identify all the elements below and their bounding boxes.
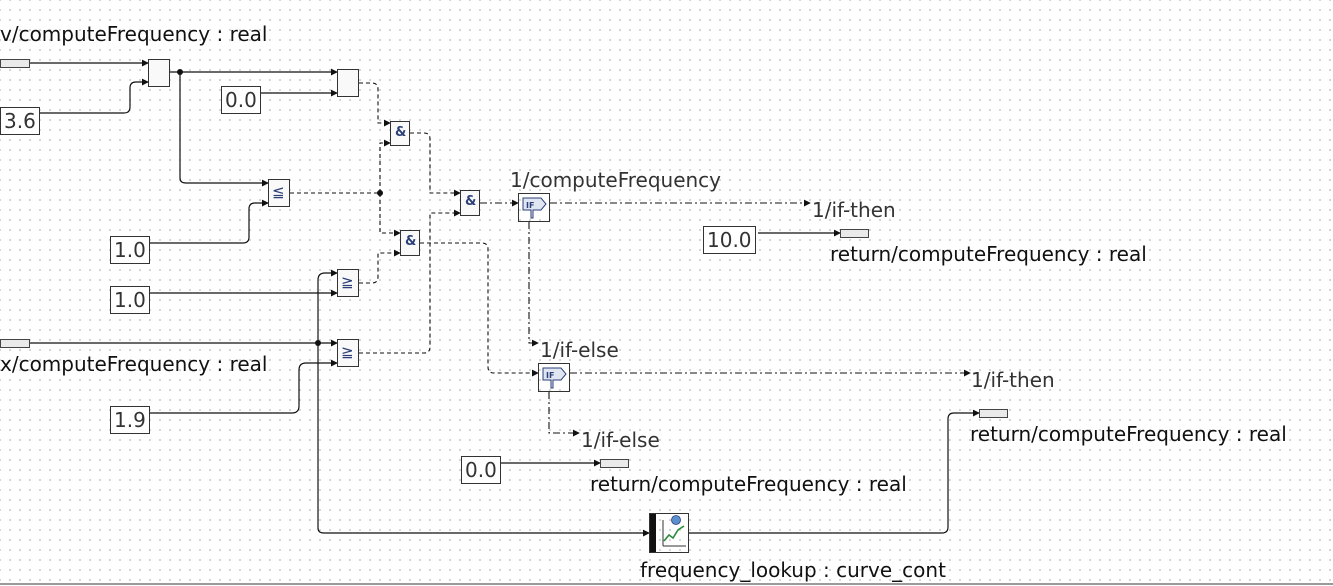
wire-if1-else	[528, 222, 539, 347]
return-label-1: return/computeFrequency : real	[830, 242, 1147, 266]
if2-glyph	[542, 367, 567, 389]
greater-equal-block-2[interactable]: ≧	[337, 339, 359, 367]
if-then-label-1: 1/if-then	[812, 198, 896, 222]
constant-0-0-bottom[interactable]: 0.0	[461, 456, 501, 484]
constant-3-6[interactable]: 3.6	[0, 107, 40, 135]
wire-if2-else	[548, 392, 580, 437]
wire-and2-to-if2	[420, 242, 539, 377]
less-equal-block[interactable]: ≦	[268, 179, 290, 207]
and-symbol-1: &	[395, 125, 407, 140]
bottom-border	[0, 583, 1333, 585]
junction-dot-bool	[377, 190, 383, 196]
junction-dot-divide	[177, 69, 183, 75]
return-port-3[interactable]	[979, 409, 1008, 418]
x-input-port[interactable]	[0, 339, 30, 348]
wire-x-branch-up	[317, 269, 338, 343]
if-then-label-2: 1/if-then	[971, 368, 1055, 392]
wire-3_6-to-divide	[38, 78, 149, 114]
wire-1_9-to-gte2	[148, 359, 338, 414]
return-port-1[interactable]	[840, 229, 869, 238]
wire-lookup-to-return	[689, 409, 980, 534]
and-symbol-2: &	[405, 234, 417, 249]
if-block-2[interactable]	[538, 363, 570, 392]
return-label-3: return/computeFrequency : real	[970, 422, 1287, 446]
if-else-label-2: 1/if-else	[581, 428, 660, 452]
if-block-1[interactable]	[518, 193, 550, 222]
return-port-2[interactable]	[600, 459, 629, 468]
divide-block[interactable]	[148, 59, 170, 87]
wire-gte1-to-and2	[359, 249, 401, 284]
lookup-block[interactable]	[649, 513, 689, 553]
greater-equal-block-1[interactable]: ≧	[337, 269, 359, 297]
constant-1-9[interactable]: 1.9	[110, 406, 150, 434]
greater-block[interactable]	[337, 69, 359, 97]
solid-wires	[30, 59, 980, 537]
wire-gte2-to-and3	[359, 209, 461, 354]
v-input-port[interactable]	[0, 59, 30, 68]
wire-divide-to-lessequal	[179, 72, 269, 187]
constant-1-0-b[interactable]: 1.0	[110, 286, 150, 314]
greater-equal-symbol-1: ≧	[341, 273, 354, 291]
and-block-1[interactable]: &	[390, 121, 410, 146]
wire-bus-to-and1	[379, 139, 391, 193]
wire-1_0-to-lessequal	[149, 199, 269, 244]
if-else-label-1: 1/if-else	[540, 338, 619, 362]
constant-0-0-top[interactable]: 0.0	[221, 86, 261, 114]
less-equal-symbol: ≦	[272, 183, 285, 201]
constant-10-0[interactable]: 10.0	[703, 226, 756, 254]
wire-and1-to-and3	[410, 132, 461, 197]
if1-glyph	[522, 197, 547, 219]
v-input-label: v/computeFrequency : real	[0, 22, 268, 46]
x-input-label: x/computeFrequency : real	[0, 352, 268, 376]
lookup-label: frequency_lookup : curve_cont	[640, 558, 946, 582]
constant-1-0-a[interactable]: 1.0	[110, 236, 150, 264]
lookup-chart-icon	[650, 514, 686, 552]
wire-x-to-lookup	[317, 343, 650, 537]
wire-greater-to-and1	[359, 82, 391, 127]
if2-text: IF	[546, 371, 554, 380]
return-label-2: return/computeFrequency : real	[590, 472, 907, 496]
if1-text: IF	[526, 201, 534, 210]
if-block-name-label: 1/computeFrequency	[510, 168, 722, 192]
junction-dot-x	[315, 340, 321, 346]
control-flow-wires	[420, 199, 971, 437]
and-block-2[interactable]: &	[400, 230, 420, 256]
greater-equal-symbol-2: ≧	[341, 343, 354, 361]
boolean-wires	[290, 82, 461, 354]
wire-bus-to-and2	[379, 193, 401, 237]
and-symbol-3: &	[465, 194, 477, 209]
and-block-3[interactable]: &	[460, 190, 480, 216]
